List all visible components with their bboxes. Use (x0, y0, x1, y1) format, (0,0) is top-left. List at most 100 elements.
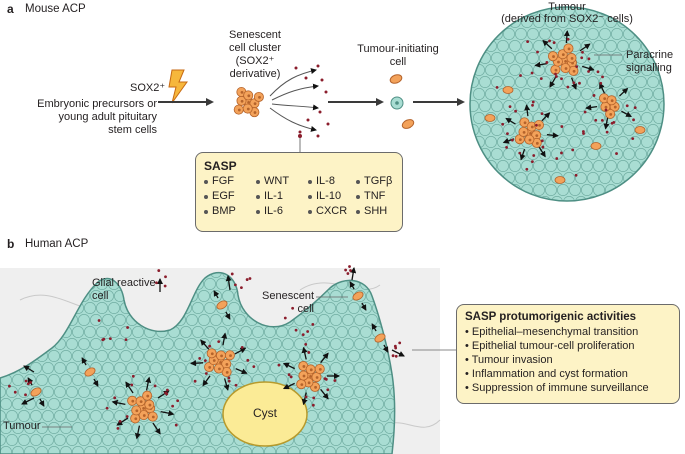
sasp-dot (130, 383, 134, 387)
sasp-dot (531, 100, 535, 104)
signal-arrow (619, 87, 629, 97)
sasp-dot (26, 382, 30, 386)
sasp-dot (587, 70, 590, 73)
signal-arrow (382, 344, 389, 353)
sasp-factor: TGFβ (364, 175, 393, 187)
senescent-cell-cluster (233, 86, 264, 118)
sasp-dot (632, 118, 635, 122)
sasp-dot (552, 41, 556, 45)
sasp-dot (101, 338, 105, 342)
senescent-cell-label-1: Senescent (262, 290, 314, 302)
sasp-dot (311, 322, 315, 326)
sasp-dot (318, 110, 322, 114)
signal-arrow (152, 422, 161, 435)
sasp-dot (116, 426, 120, 430)
sasp-dot (306, 330, 310, 333)
sasp-dot (518, 151, 522, 155)
sasp-dot (580, 56, 584, 60)
activity-item: • Epithelial tumour-cell proliferation (465, 340, 635, 352)
sasp-dot (208, 344, 212, 348)
sasp-dot (13, 390, 17, 394)
signal-arrow (213, 290, 220, 299)
senescent-cell (84, 367, 96, 377)
precursor-label-3: stem cells (108, 124, 157, 136)
signal-arrow (200, 339, 210, 350)
sasp-factor: FGF (212, 175, 234, 187)
signal-arrow (371, 323, 378, 332)
paracrine-label-2: signalling (626, 62, 672, 74)
precursor-label-1: Embryonic precursors or (37, 98, 157, 110)
secretion-curves (269, 68, 319, 132)
migrating-senescent-cell (401, 119, 415, 129)
sasp-factor: WNT (264, 175, 290, 187)
senescent-cluster-in-tissue (204, 348, 235, 378)
sasp-dot (587, 57, 591, 61)
sasp-dot (198, 357, 202, 360)
tumour-sphere (469, 6, 665, 202)
sasp-dot (495, 85, 499, 89)
sasp-dot (316, 64, 320, 68)
sasp-dot (391, 354, 395, 358)
signal-arrow (38, 398, 45, 407)
sasp-dot (277, 363, 281, 367)
sasp-dot (304, 395, 308, 399)
signal-arrow (301, 392, 308, 406)
sasp-dot (536, 50, 539, 54)
sasp-dot (316, 134, 320, 138)
sasp-dot (605, 130, 609, 134)
signal-arrow (320, 388, 329, 400)
sasp-dot (631, 137, 635, 141)
sasp-bullet (256, 180, 260, 184)
senescent-cell (352, 291, 364, 301)
sasp-dot (287, 373, 291, 377)
signal-arrow (505, 117, 516, 125)
migrating-senescent-cell (389, 74, 403, 84)
sasp-dot (97, 319, 101, 322)
sasp-dot (566, 85, 570, 89)
lightning-icon (168, 69, 188, 104)
sasp-dot (164, 275, 167, 279)
sasp-dot (105, 406, 109, 410)
sasp-dot (227, 379, 231, 383)
activity-item: • Tumour invasion (465, 354, 553, 366)
sasp-dot (348, 265, 351, 268)
sasp-factor: BMP (212, 205, 236, 217)
signal-arrow (320, 352, 329, 364)
sasp-dot (311, 403, 315, 407)
sasp-dot (508, 105, 512, 109)
sasp-factor: CXCR (316, 205, 348, 217)
sasp-dot (126, 326, 129, 329)
sasp-dot (165, 392, 169, 396)
initiating-label-2: cell (389, 56, 407, 68)
sasp-bullet (256, 195, 260, 199)
senescent-cluster-in-tumour (547, 43, 579, 76)
sasp-dot (125, 415, 129, 418)
cyst (222, 381, 308, 447)
sasp-dot (583, 110, 587, 114)
sasp-dot (526, 40, 530, 44)
sasp-dot (541, 145, 545, 149)
signal-arrow (534, 61, 548, 68)
senescent-cell-label-2: cell (297, 303, 314, 315)
sasp-dot (240, 286, 243, 289)
glial-label-2: cell (92, 290, 109, 302)
cyst-label: Cyst (253, 406, 277, 420)
sasp-dot (574, 173, 578, 177)
signal-arrow (21, 397, 35, 405)
signal-arrow (546, 132, 559, 139)
signal-arrow (582, 65, 595, 72)
signal-arrow (157, 390, 170, 399)
sasp-dot (326, 122, 330, 126)
panel-b-title: Human ACP (25, 238, 89, 250)
sasp-dot (171, 404, 175, 408)
signal-arrow (541, 112, 551, 122)
sasp-dot (610, 121, 614, 125)
sasp-dot (555, 157, 559, 160)
sasp-dot (554, 72, 557, 76)
senescent-cluster-label-2: cell cluster (229, 42, 281, 54)
sasp-dot (307, 351, 311, 354)
sasp-dot (540, 139, 544, 143)
sasp-dot (174, 423, 178, 427)
sasp-dot (234, 383, 238, 387)
signal-arrow (549, 76, 557, 88)
